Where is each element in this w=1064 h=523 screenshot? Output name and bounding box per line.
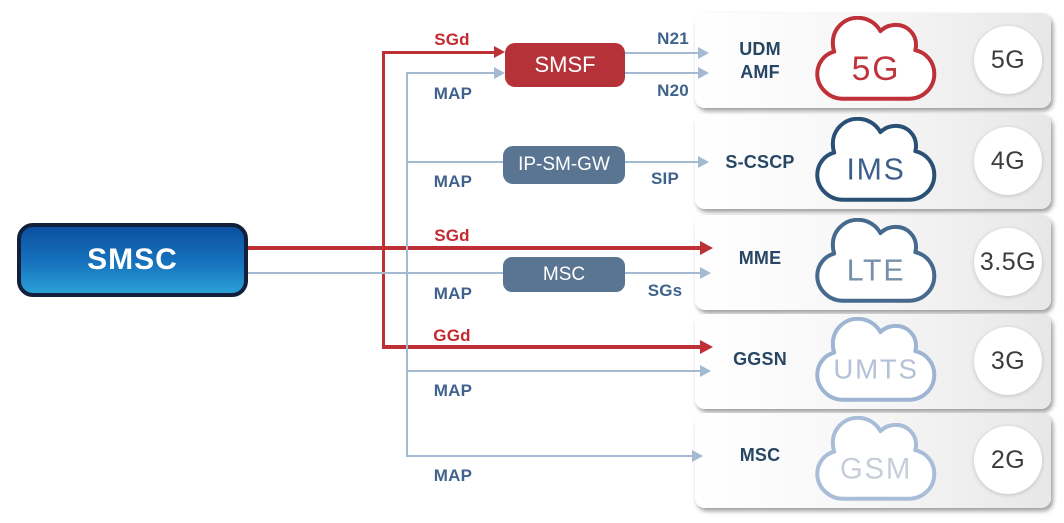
gen-badge-3-5g: 3.5G: [974, 228, 1042, 296]
panel-4g: IMS 4G: [695, 114, 1051, 209]
panel-node-ggsn: GGSN: [733, 349, 787, 369]
cloud-ims-label: IMS: [846, 153, 905, 186]
edge-sgs-to-mme: [625, 272, 700, 274]
edge-n20-to-amf: [625, 72, 698, 74]
arrowhead-sgs-mme-icon: [700, 267, 711, 279]
label-map-smsf: MAP: [433, 84, 473, 103]
panel-2g: GSM 2G: [695, 413, 1051, 508]
panel-node-udm: UDM: [739, 39, 781, 59]
gen-badge-3g: 3G: [974, 327, 1042, 395]
panel-3-5g: LTE 3.5G: [695, 215, 1051, 310]
edge-sgd-to-smsf: [382, 51, 494, 54]
panel-5g: 5G 5G: [695, 13, 1051, 108]
gen-badge-2g: 2G: [974, 426, 1042, 494]
arrowhead-sgd-mme-icon: [700, 241, 713, 255]
node-ip-sm-gw: IP-SM-GW: [503, 146, 625, 184]
cloud-lte-label: LTE: [847, 254, 906, 287]
edge-ggd-to-ggsn: [382, 345, 700, 349]
arrowhead-n20-amf-icon: [698, 67, 709, 79]
edge-map-to-ggsn: [406, 370, 700, 372]
label-sip: SIP: [650, 169, 679, 188]
cloud-5g-label: 5G: [852, 50, 901, 88]
edge-map-to-smsf: [406, 72, 494, 74]
cloud-5g-icon: 5G: [806, 15, 946, 105]
edge-blue-trunk: [406, 72, 408, 457]
arrowhead-map-ggsn-icon: [700, 365, 711, 377]
label-n20: N20: [657, 81, 689, 100]
node-smsf: SMSF: [505, 43, 625, 87]
cloud-gsm-icon: GSM: [806, 415, 946, 505]
cloud-gsm-label: GSM: [840, 452, 912, 485]
label-sgd-mme: SGd: [434, 226, 470, 245]
cloud-lte-icon: LTE: [806, 217, 946, 307]
label-sgd-smsf: SGd: [434, 30, 470, 49]
smsc-label: SMSC: [87, 243, 178, 276]
panel-3g: UMTS 3G: [695, 314, 1051, 409]
label-sgs: SGs: [647, 281, 683, 300]
label-map-ipsmgw: MAP: [433, 172, 473, 191]
panel-node-msc-2g: MSC: [739, 445, 781, 465]
arrowhead-sgd-smsf-icon: [494, 46, 505, 58]
edge-red-trunk: [382, 51, 385, 348]
edge-sgd-to-mme: [248, 246, 700, 250]
label-map-ggsn: MAP: [433, 381, 473, 400]
edge-sip-to-scscp: [625, 161, 698, 163]
panel-node-amf: AMF: [740, 62, 780, 82]
edge-map-to-msc: [248, 272, 503, 274]
panel-node-mme: MME: [738, 248, 782, 268]
label-n21: N21: [657, 29, 689, 48]
node-msc: MSC: [503, 257, 625, 292]
arrowhead-map-msc2g-icon: [692, 450, 703, 462]
gen-badge-4g: 4G: [974, 127, 1042, 195]
edge-n21-to-udm: [625, 52, 698, 54]
label-map-msc: MAP: [433, 284, 473, 303]
cloud-umts-label: UMTS: [833, 353, 918, 384]
cloud-umts-icon: UMTS: [806, 316, 946, 406]
gen-badge-5g: 5G: [974, 26, 1042, 94]
arrowhead-map-smsf-icon: [494, 67, 505, 79]
label-map-msc-2g: MAP: [433, 466, 473, 485]
arrowhead-sip-scscp-icon: [698, 156, 709, 168]
arrowhead-ggd-ggsn-icon: [700, 340, 713, 354]
edge-map-to-ipsmgw: [406, 161, 503, 163]
label-ggd-ggsn: GGd: [433, 326, 471, 345]
panel-node-scscp: S-CSCP: [725, 152, 795, 172]
edge-map-to-msc-2g: [406, 455, 692, 457]
cloud-ims-icon: IMS: [806, 116, 946, 206]
arrowhead-n21-udm-icon: [698, 47, 709, 59]
smsc-box: SMSC: [17, 223, 248, 297]
